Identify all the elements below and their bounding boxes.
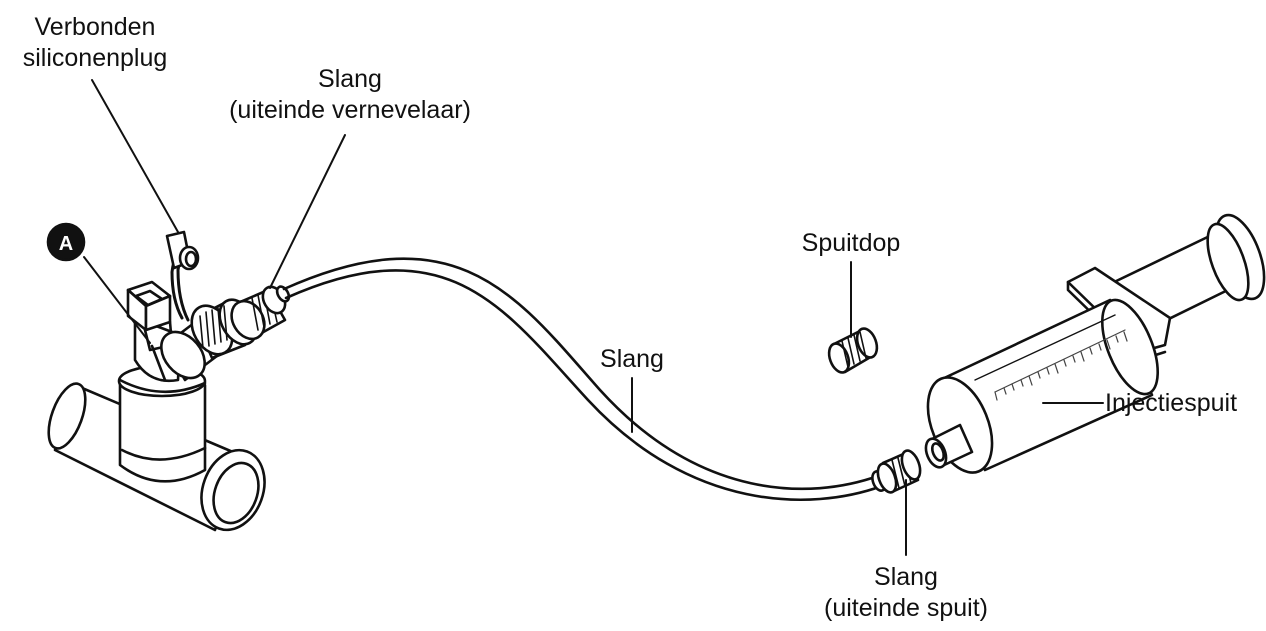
label-tube-syringe-end: Slang (uiteinde spuit) — [824, 563, 988, 622]
syringe-scale — [994, 329, 1128, 401]
tube-syringe-end-fitting — [871, 449, 922, 494]
label-tube: Slang — [600, 345, 664, 373]
label-silicone-plug: Verbonden siliconenplug — [22, 13, 168, 72]
svg-text:A: A — [59, 233, 73, 255]
tube-nebulizer-end-fitting — [230, 285, 291, 341]
nebulizer-port-connector — [160, 298, 258, 382]
silicone-plug — [165, 230, 200, 322]
syringe — [924, 213, 1266, 474]
leader-lines — [83, 79, 1104, 556]
label-syringe-cap: Spuitdop — [801, 229, 901, 257]
leader-tube-nebulizer-end — [269, 134, 346, 289]
label-tube-nebulizer-end: Slang (uiteinde vernevelaar) — [229, 65, 471, 124]
label-syringe: Injectiespuit — [1105, 389, 1238, 417]
syringe-cap — [827, 327, 879, 374]
marker-a: A — [46, 222, 86, 262]
t-piece-connector — [47, 364, 266, 532]
leader-marker-a — [83, 256, 151, 344]
tubing — [282, 257, 884, 502]
leader-plug — [91, 79, 179, 233]
